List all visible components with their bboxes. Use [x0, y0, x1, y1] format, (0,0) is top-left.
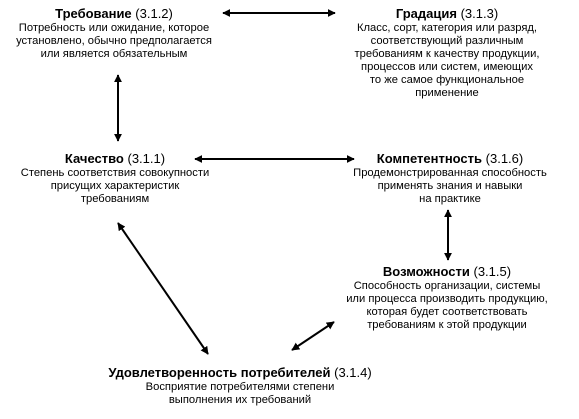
- concept-capability-definition: Способность организации, системы или про…: [346, 280, 548, 331]
- concept-requirement-ref: (3.1.2): [135, 6, 173, 21]
- concept-competence-definition: Продемонстрированная способность применя…: [353, 167, 547, 205]
- concept-satisfaction: Удовлетворенность потребителей (3.1.4) В…: [90, 365, 390, 407]
- concept-quality-ref: (3.1.1): [127, 151, 166, 166]
- concept-satisfaction-term: Удовлетворенность потребителей: [108, 365, 331, 380]
- concept-quality-heading: Качество (3.1.1): [2, 151, 228, 167]
- concept-satisfaction-heading: Удовлетворенность потребителей (3.1.4): [90, 365, 390, 381]
- concept-requirement-definition: Потребность или ожидание, которое устано…: [16, 22, 212, 60]
- concept-competence-term: Компетентность: [376, 151, 483, 166]
- concept-quality-definition: Степень соответствия совокупности присущ…: [20, 167, 210, 205]
- concept-grade-ref: (3.1.3): [460, 6, 499, 21]
- concept-capability: Возможности (3.1.5) Способность организа…: [322, 264, 572, 332]
- concept-capability-term: Возможности: [382, 264, 470, 279]
- concept-grade: Градация (3.1.3) Класс, сорт, категория …: [334, 6, 560, 100]
- concept-competence-heading: Компетентность (3.1.6): [336, 151, 564, 167]
- arrow-capability-satisfaction: [291, 321, 335, 351]
- concept-requirement-term: Требование: [55, 6, 132, 21]
- concept-competence-ref: (3.1.6): [485, 151, 524, 166]
- concept-requirement: Требование (3.1.2) Потребность или ожида…: [4, 6, 224, 61]
- concept-grade-heading: Градация (3.1.3): [334, 6, 560, 22]
- concept-capability-heading: Возможности (3.1.5): [322, 264, 572, 280]
- concept-grade-definition: Класс, сорт, категория или разряд, соотв…: [354, 22, 540, 99]
- concept-satisfaction-definition: Восприятие потребителями степени выполне…: [145, 381, 335, 406]
- concept-quality-term: Качество: [64, 151, 124, 166]
- concept-satisfaction-ref: (3.1.4): [334, 365, 372, 380]
- concept-competence: Компетентность (3.1.6) Продемонстрирован…: [336, 151, 564, 206]
- concept-capability-ref: (3.1.5): [473, 264, 512, 279]
- concept-quality: Качество (3.1.1) Степень соответствия со…: [2, 151, 228, 206]
- arrow-quality-satisfaction: [117, 222, 209, 355]
- concept-grade-term: Градация: [395, 6, 457, 21]
- concept-requirement-heading: Требование (3.1.2): [4, 6, 224, 22]
